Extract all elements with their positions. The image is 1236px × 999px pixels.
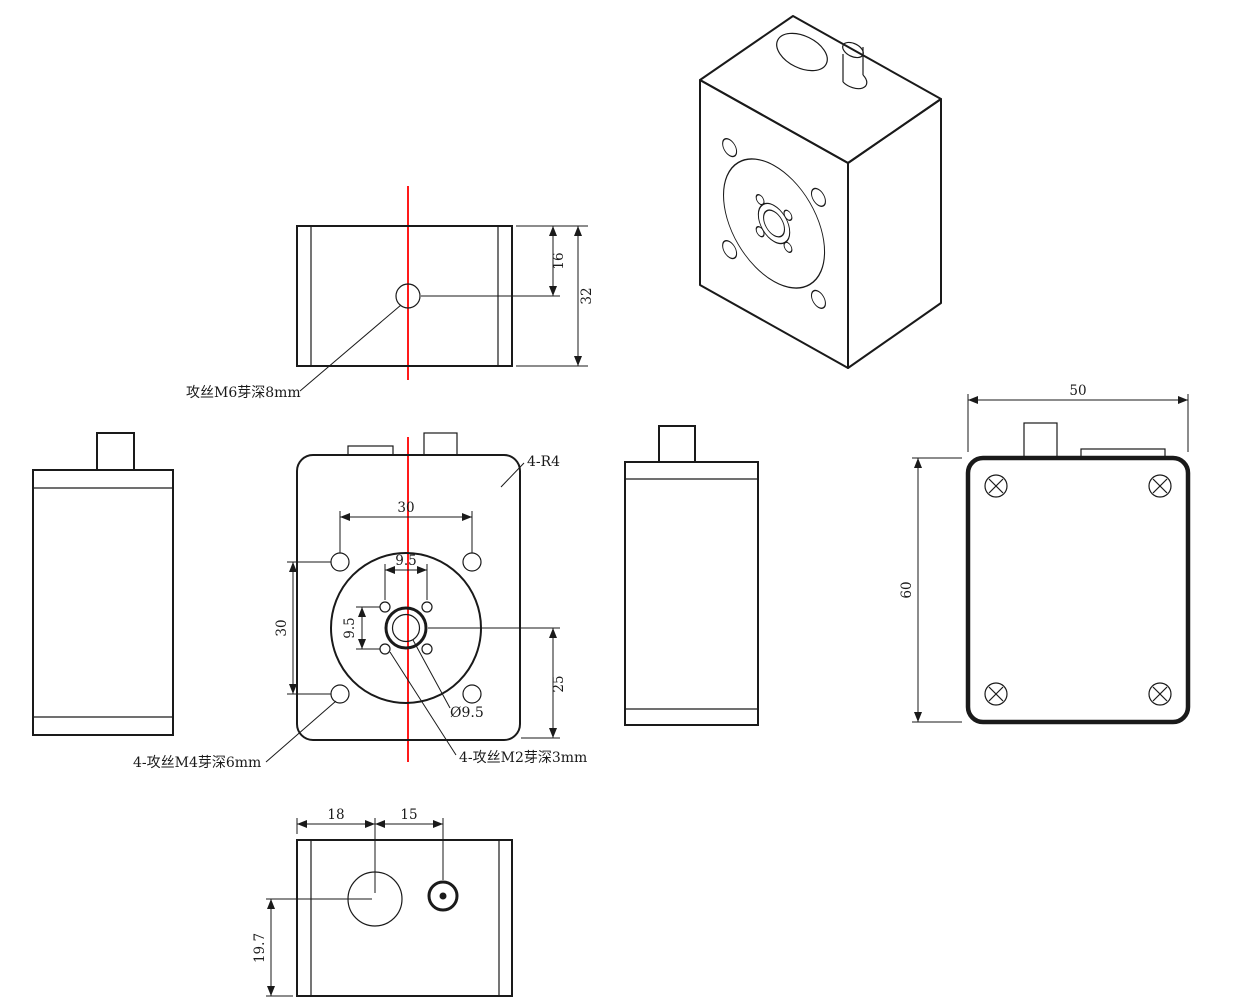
label-tap-m2: 4-攻丝M2芽深3mm <box>459 750 587 766</box>
screw-phillips <box>1148 474 1172 498</box>
front-view: 30 9.5 30 9.5 25 4-R4 Ø9.5 4-攻丝M2芽深3mm 4 <box>133 432 587 771</box>
iso-flange-circle <box>722 158 826 289</box>
bottom-connector-pin <box>439 892 447 900</box>
iso-small-hole <box>755 225 765 238</box>
iso-top-bore <box>776 32 828 72</box>
right-side-view <box>624 425 759 726</box>
small-hole-m2 <box>421 643 433 655</box>
dim-front-center-to-bottom: 25 <box>551 675 567 692</box>
leader-line <box>412 639 451 709</box>
small-hole-m2 <box>379 643 391 655</box>
back-view: 50 60 <box>899 383 1191 725</box>
iso-small-hole <box>755 193 765 206</box>
left-side-view <box>32 432 174 736</box>
small-hole-m2 <box>421 601 433 613</box>
iso-top-face <box>699 15 942 164</box>
iso-front-face <box>699 79 849 369</box>
label-corner-radius: 4-R4 <box>527 454 560 470</box>
dim-bottom-left-to-hole: 18 <box>327 807 344 823</box>
bottom-view-outline <box>296 839 513 997</box>
leader-line <box>265 700 337 763</box>
right-view-outline <box>624 461 759 726</box>
iso-small-hole <box>783 241 793 253</box>
screw-phillips <box>1148 682 1172 706</box>
top-bump <box>347 445 394 456</box>
isometric-view <box>699 15 942 369</box>
dim-top-hole-offset: 16 <box>551 252 567 269</box>
left-view-outline <box>32 469 174 736</box>
label-center-hole-dia: Ø9.5 <box>450 705 484 721</box>
iso-connector-bottom <box>842 74 868 90</box>
dim-front-hole-spacing-h: 30 <box>397 500 414 516</box>
iso-small-hole <box>783 209 793 221</box>
dim-bottom-hole-spacing: 15 <box>400 807 417 823</box>
iso-corner-hole <box>810 289 826 309</box>
dim-front-small-spacing-v: 9.5 <box>342 617 358 638</box>
screw-phillips <box>984 474 1008 498</box>
mount-hole-m4 <box>330 552 350 572</box>
iso-center-hole-outer <box>757 202 791 245</box>
iso-right-face <box>847 98 942 369</box>
dim-front-small-spacing-h: 9.5 <box>395 553 416 569</box>
label-tap-m4: 4-攻丝M4芽深6mm <box>133 755 261 771</box>
tapped-hole-m6 <box>395 283 421 309</box>
bottom-view: 18 15 19.7 <box>252 807 513 997</box>
screw-phillips <box>984 682 1008 706</box>
dim-bottom-center-to-edge: 19.7 <box>252 933 268 963</box>
label-tap-m6: 攻丝M6芽深8mm <box>186 385 301 401</box>
leader-line <box>299 304 402 392</box>
top-view: 16 32 攻丝M6芽深8mm <box>186 186 595 401</box>
mount-hole-m4 <box>462 552 482 572</box>
dim-front-hole-spacing-v: 30 <box>274 619 290 636</box>
dim-back-width: 50 <box>1069 383 1086 399</box>
leader-line <box>500 462 525 488</box>
back-view-outline <box>965 455 1191 725</box>
connector-plug <box>658 425 696 463</box>
small-hole-m2 <box>379 601 391 613</box>
center-hole-inner <box>391 613 421 643</box>
connector-plug <box>1023 422 1058 459</box>
front-view-outline <box>296 454 521 741</box>
connector-plug <box>96 432 135 471</box>
bottom-connector-hole <box>427 880 459 912</box>
dim-top-depth: 32 <box>579 287 595 304</box>
iso-corner-hole <box>810 187 826 207</box>
iso-corner-hole <box>722 138 738 158</box>
leader-line <box>389 651 457 756</box>
iso-center-hole-inner <box>763 209 786 238</box>
mount-hole-m4 <box>462 684 482 704</box>
mount-hole-m4 <box>330 684 350 704</box>
iso-corner-hole <box>722 240 738 260</box>
dim-back-height: 60 <box>899 581 915 598</box>
center-hole-outer <box>384 606 428 650</box>
connector-plug <box>423 432 458 456</box>
